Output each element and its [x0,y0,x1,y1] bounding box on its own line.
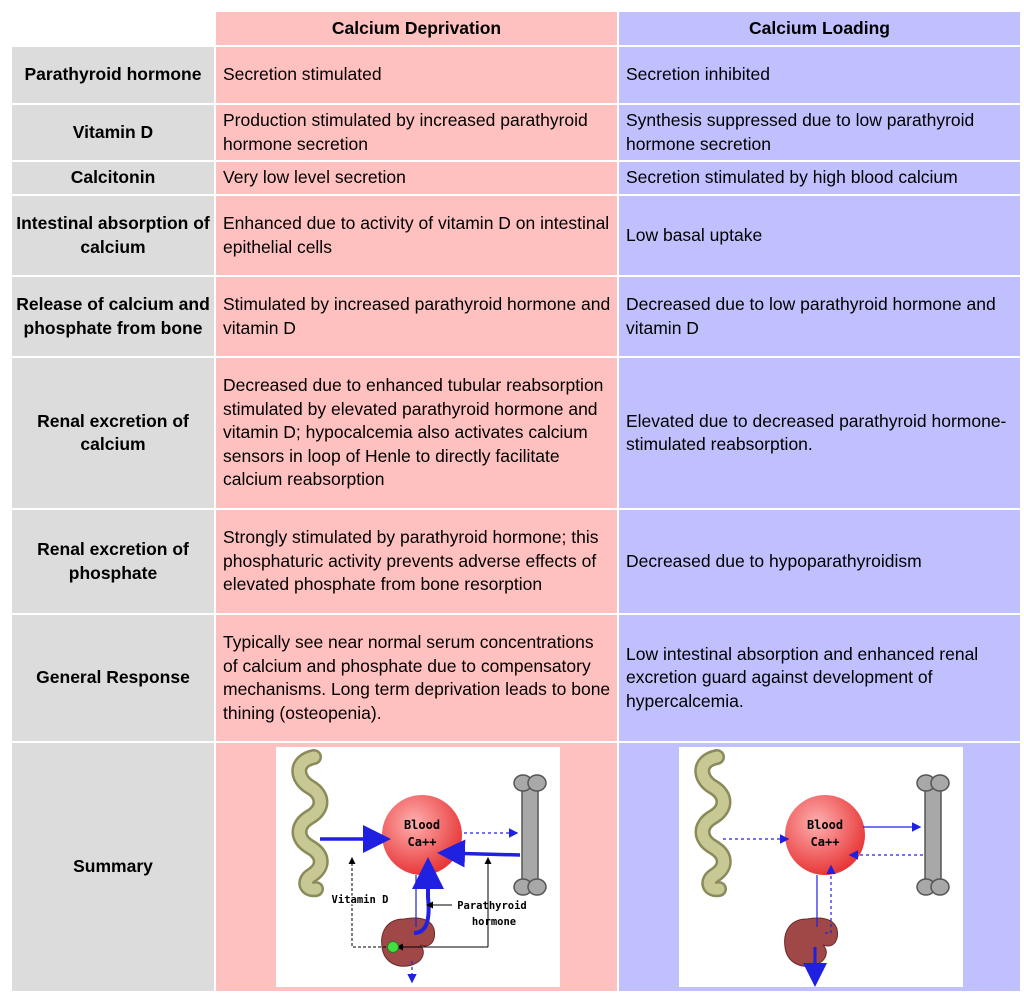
loading-cell: Decreased due to hypoparathyroidism [619,510,1020,613]
table-row: Parathyroid hormone Secretion stimulated… [12,47,1020,103]
vitamin-d-label: Vitamin D [332,894,389,906]
row-label-renal-excretion-calcium: Renal excretion of calcium [12,358,214,508]
pth-label-line1: Parathyroid [457,900,527,912]
table-row: Release of calcium and phosphate from bo… [12,277,1020,356]
bone-icon [513,774,547,896]
blood-calcium-icon [785,795,865,875]
header-blank-cell [12,12,214,45]
deprivation-cell: Typically see near normal serum concentr… [216,615,617,741]
table-row: Calcitonin Very low level secretion Secr… [12,162,1020,194]
vitamin-d-arrow [348,857,391,948]
row-label-parathyroid-hormone: Parathyroid hormone [12,47,214,103]
table-row: Vitamin D Production stimulated by incre… [12,105,1020,160]
summary-loading-cell: Blood Ca++ [619,743,1020,991]
table-row: General Response Typically see near norm… [12,615,1020,741]
reabsorption-arrow [412,857,444,935]
table-row: Renal excretion of phosphate Strongly st… [12,510,1020,613]
summary-row: Summary [12,743,1020,991]
deprivation-cell: Secretion stimulated [216,47,617,103]
deprivation-cell: Decreased due to enhanced tubular reabso… [216,358,617,508]
loading-cell: Elevated due to decreased parathyroid ho… [619,358,1020,508]
loading-cell: Secretion stimulated by high blood calci… [619,162,1020,194]
row-label-release-from-bone: Release of calcium and phosphate from bo… [12,277,214,356]
loading-diagram: Blood Ca++ [679,747,963,987]
row-label-summary: Summary [12,743,214,991]
reabsorption-arrow [825,864,836,934]
deprivation-diagram: Blood Ca++ Vitamin D [276,747,560,987]
table-row: Intestinal absorption of calcium Enhance… [12,196,1020,275]
row-label-intestinal-absorption: Intestinal absorption of calcium [12,196,214,275]
header-calcium-loading: Calcium Loading [619,12,1020,45]
header-row: Calcium Deprivation Calcium Loading [12,12,1020,45]
deprivation-cell: Enhanced due to activity of vitamin D on… [216,196,617,275]
loading-cell: Low intestinal absorption and enhanced r… [619,615,1020,741]
kidney-receptor-icon [387,941,399,953]
loading-cell: Synthesis suppressed due to low parathyr… [619,105,1020,160]
kidney-icon [784,917,838,967]
table-row: Renal excretion of calcium Decreased due… [12,358,1020,508]
row-label-renal-excretion-phosphate: Renal excretion of phosphate [12,510,214,613]
deprivation-cell: Production stimulated by increased parat… [216,105,617,160]
bone-release-arrow [437,839,521,868]
blood-label: Blood [404,818,440,832]
bone-icon [916,774,950,896]
deprivation-cell: Stimulated by increased parathyroid horm… [216,277,617,356]
header-calcium-deprivation: Calcium Deprivation [216,12,617,45]
row-label-general-response: General Response [12,615,214,741]
loading-cell: Low basal uptake [619,196,1020,275]
row-label-vitamin-d: Vitamin D [12,105,214,160]
loading-cell: Decreased due to low parathyroid hormone… [619,277,1020,356]
loading-cell: Secretion inhibited [619,47,1020,103]
pth-label-line2: hormone [472,916,516,928]
deprivation-cell: Strongly stimulated by parathyroid hormo… [216,510,617,613]
summary-deprivation-cell: Blood Ca++ Vitamin D [216,743,617,991]
calcium-regulation-table: Calcium Deprivation Calcium Loading Para… [10,10,1022,993]
calcium-label: Ca++ [408,835,437,849]
blood-label: Blood [807,818,843,832]
deprivation-cell: Very low level secretion [216,162,617,194]
row-label-calcitonin: Calcitonin [12,162,214,194]
calcium-label: Ca++ [811,835,840,849]
